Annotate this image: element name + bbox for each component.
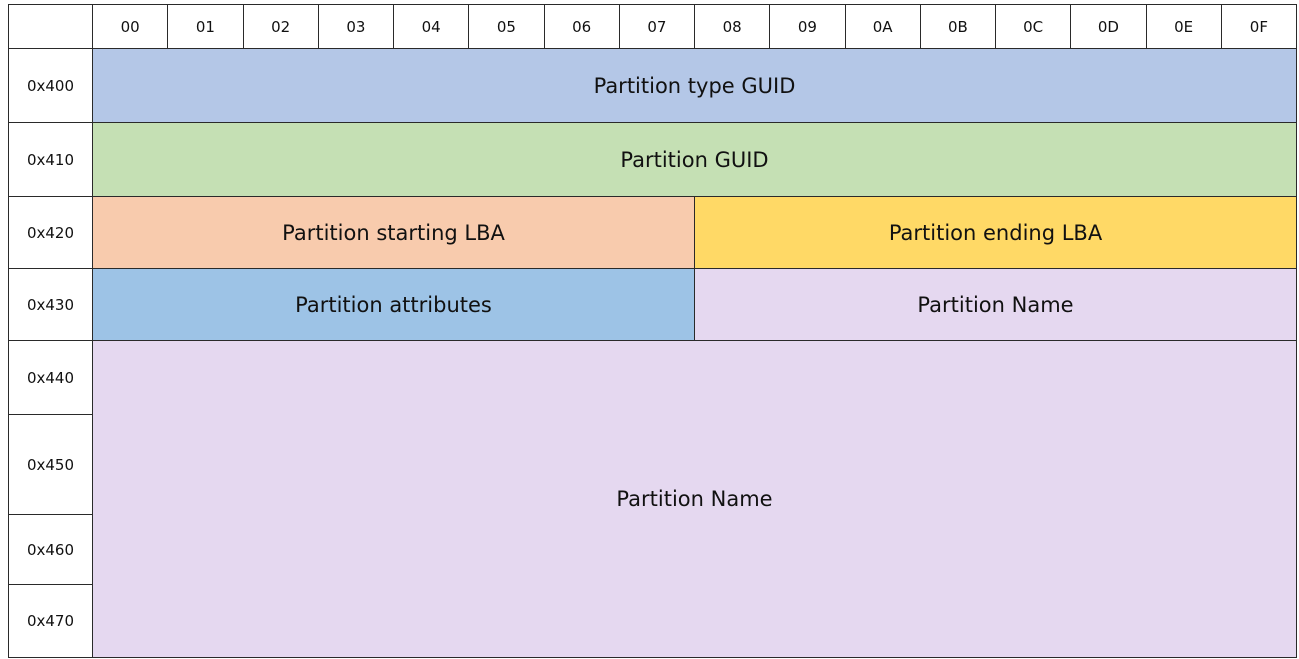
column-header-05: 05 bbox=[468, 4, 545, 49]
row-offset-0x450: 0x450 bbox=[8, 414, 93, 515]
column-header-01: 01 bbox=[167, 4, 244, 49]
row-offset-0x430: 0x430 bbox=[8, 268, 93, 341]
column-header-03: 03 bbox=[317, 4, 395, 49]
row-0x460: 0x460 bbox=[8, 514, 1297, 585]
partition-starting-lba-field: Partition starting LBA bbox=[92, 196, 695, 269]
row-0x450: 0x450 bbox=[8, 414, 1297, 515]
gpt-partition-entry-table: 00 01 02 03 04 05 06 07 08 09 0A 0B 0C 0… bbox=[8, 4, 1298, 658]
partition-attributes-field: Partition attributes bbox=[92, 268, 695, 341]
row-offset-0x420: 0x420 bbox=[8, 196, 93, 269]
row-0x430: 0x430 Partition attributes Partition Nam… bbox=[8, 268, 1297, 341]
partition-name-field-start: Partition Name bbox=[694, 268, 1297, 341]
column-header-0b: 0B bbox=[919, 4, 997, 49]
column-header-02: 02 bbox=[242, 4, 319, 49]
row-offset-0x440: 0x440 bbox=[8, 340, 93, 415]
partition-guid-field: Partition GUID bbox=[92, 122, 1297, 197]
row-0x400: 0x400 Partition type GUID bbox=[8, 48, 1297, 123]
column-header-00: 00 bbox=[91, 4, 169, 49]
column-header-06: 06 bbox=[543, 4, 620, 49]
column-header-0f: 0F bbox=[1220, 4, 1298, 49]
column-header-row: 00 01 02 03 04 05 06 07 08 09 0A 0B 0C 0… bbox=[8, 4, 1298, 49]
column-header-07: 07 bbox=[618, 4, 696, 49]
row-offset-0x400: 0x400 bbox=[8, 48, 93, 123]
row-offset-0x460: 0x460 bbox=[8, 514, 93, 585]
row-0x440: 0x440 Partition Name bbox=[8, 340, 1297, 658]
partition-name-field-continued: Partition Name bbox=[92, 340, 1297, 658]
row-0x470: 0x470 bbox=[8, 584, 1297, 658]
partition-ending-lba-field: Partition ending LBA bbox=[694, 196, 1297, 269]
column-header-09: 09 bbox=[769, 4, 846, 49]
column-header-0d: 0D bbox=[1070, 4, 1147, 49]
row-offset-0x410: 0x410 bbox=[8, 122, 93, 197]
corner-cell bbox=[8, 4, 93, 49]
column-header-0a: 0A bbox=[844, 4, 921, 49]
column-header-08: 08 bbox=[693, 4, 771, 49]
row-offset-0x470: 0x470 bbox=[8, 584, 93, 658]
partition-type-guid-field: Partition type GUID bbox=[92, 48, 1297, 123]
column-header-04: 04 bbox=[392, 4, 470, 49]
column-header-0e: 0E bbox=[1145, 4, 1222, 49]
row-0x420: 0x420 Partition starting LBA Partition e… bbox=[8, 196, 1297, 269]
row-0x410: 0x410 Partition GUID bbox=[8, 122, 1297, 197]
column-header-0c: 0C bbox=[994, 4, 1072, 49]
